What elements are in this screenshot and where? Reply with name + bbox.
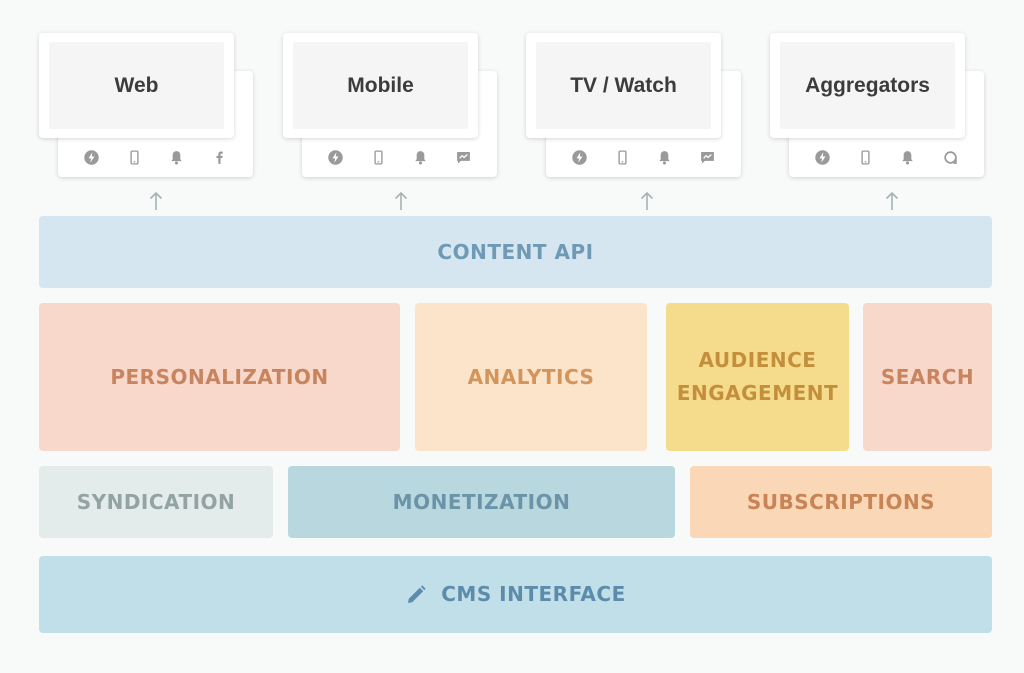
channel-icons — [789, 147, 984, 167]
cms-interface-layer: CMS INTERFACE — [39, 556, 992, 633]
audience-engagement-label-line2: ENGAGEMENT — [676, 381, 839, 405]
channel-card-front: Aggregators — [770, 33, 965, 138]
cms-interface-label: CMS INTERFACE — [441, 582, 626, 606]
syndication-block: SYNDICATION — [39, 466, 273, 538]
alexa-ring-icon — [942, 149, 959, 166]
content-api-layer: CONTENT API — [39, 216, 992, 288]
subscriptions-label: SUBSCRIPTIONS — [746, 489, 936, 514]
search-block: SEARCH — [863, 303, 992, 451]
smartphone-icon — [370, 149, 387, 166]
monetization-block: MONETIZATION — [288, 466, 675, 538]
amp-bolt-icon — [814, 149, 831, 166]
facebook-icon — [211, 149, 228, 166]
channel-icons — [302, 147, 497, 167]
channel-icons — [58, 147, 253, 167]
notification-bell-icon — [168, 149, 185, 166]
pencil-icon — [405, 584, 427, 606]
channel-label: Mobile — [293, 42, 468, 129]
personalization-label: PERSONALIZATION — [110, 364, 329, 389]
channel-card-front: Web — [39, 33, 234, 138]
message-chat-icon — [699, 149, 716, 166]
content-api-label: CONTENT API — [437, 239, 594, 264]
channel-label: TV / Watch — [536, 42, 711, 129]
audience-engagement-block: AUDIENCE ENGAGEMENT — [666, 303, 849, 451]
arrow-up-icon — [394, 191, 408, 211]
arrow-up-icon — [149, 191, 163, 211]
arrow-up-icon — [640, 191, 654, 211]
amp-bolt-icon — [571, 149, 588, 166]
personalization-block: PERSONALIZATION — [39, 303, 400, 451]
search-label: SEARCH — [880, 364, 975, 389]
channel-label: Aggregators — [780, 42, 955, 129]
channel-card-front: TV / Watch — [526, 33, 721, 138]
analytics-block: ANALYTICS — [415, 303, 647, 451]
notification-bell-icon — [412, 149, 429, 166]
channel-card-front: Mobile — [283, 33, 478, 138]
notification-bell-icon — [899, 149, 916, 166]
syndication-label: SYNDICATION — [76, 489, 236, 514]
subscriptions-block: SUBSCRIPTIONS — [690, 466, 992, 538]
analytics-label: ANALYTICS — [467, 364, 595, 389]
smartphone-icon — [126, 149, 143, 166]
smartphone-icon — [614, 149, 631, 166]
arrow-up-icon — [885, 191, 899, 211]
smartphone-icon — [857, 149, 874, 166]
message-chat-icon — [455, 149, 472, 166]
amp-bolt-icon — [327, 149, 344, 166]
channel-icons — [546, 147, 741, 167]
audience-engagement-label-line1: AUDIENCE — [698, 348, 817, 372]
monetization-label: MONETIZATION — [392, 489, 571, 514]
notification-bell-icon — [656, 149, 673, 166]
channel-label: Web — [49, 42, 224, 129]
amp-bolt-icon — [83, 149, 100, 166]
